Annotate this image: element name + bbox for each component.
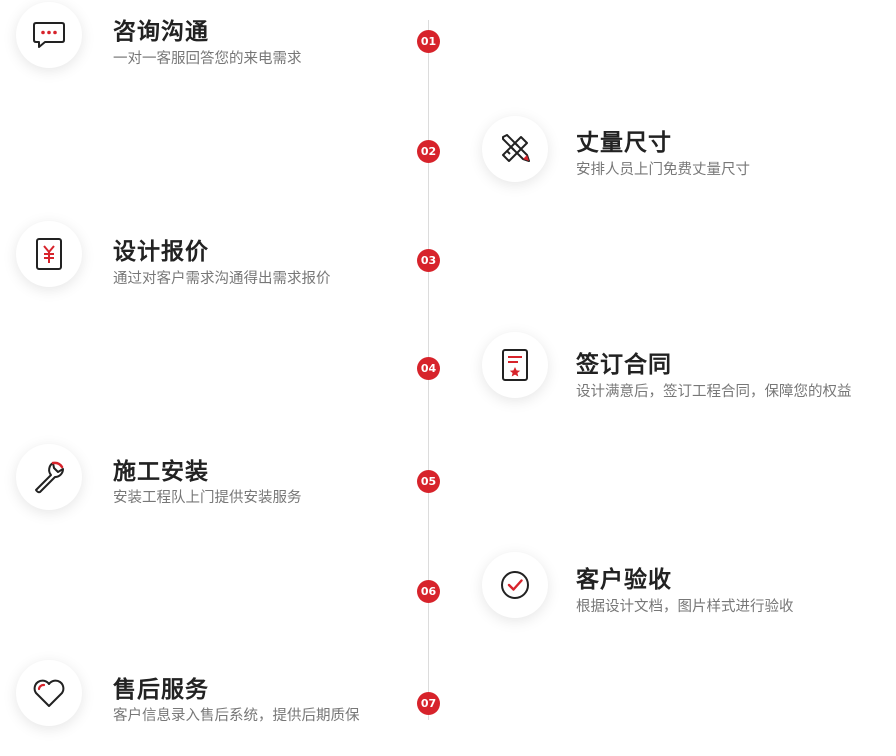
step-number-badge: 02	[417, 140, 440, 163]
chat-bubble-icon	[16, 2, 82, 68]
step-number-badge: 05	[417, 470, 440, 493]
ruler-pencil-icon	[482, 116, 548, 182]
step-number-badge: 04	[417, 357, 440, 380]
step-description: 安装工程队上门提供安装服务	[113, 490, 302, 506]
step-title: 售后服务	[113, 677, 209, 703]
step-description: 通过对客户需求沟通得出需求报价	[113, 271, 331, 287]
step-description: 设计满意后，签订工程合同，保障您的权益	[576, 384, 852, 400]
step-number-badge: 03	[417, 249, 440, 272]
step-title: 客户验收	[576, 567, 672, 593]
contract-icon	[482, 332, 548, 398]
step-title: 设计报价	[113, 239, 209, 265]
step-description: 安排人员上门免费丈量尺寸	[576, 162, 750, 178]
step-number-badge: 01	[417, 30, 440, 53]
yen-document-icon	[16, 221, 82, 287]
wrench-icon	[16, 444, 82, 510]
step-title: 咨询沟通	[113, 19, 209, 45]
step-title: 丈量尺寸	[576, 130, 672, 156]
check-circle-icon	[482, 552, 548, 618]
step-number-badge: 06	[417, 580, 440, 603]
step-description: 根据设计文档，图片样式进行验收	[576, 599, 794, 615]
step-description: 客户信息录入售后系统，提供后期质保	[113, 708, 360, 724]
step-title: 签订合同	[576, 352, 672, 378]
step-number-badge: 07	[417, 692, 440, 715]
step-description: 一对一客服回答您的来电需求	[113, 51, 302, 67]
step-title: 施工安装	[113, 459, 209, 485]
heart-icon	[16, 660, 82, 726]
